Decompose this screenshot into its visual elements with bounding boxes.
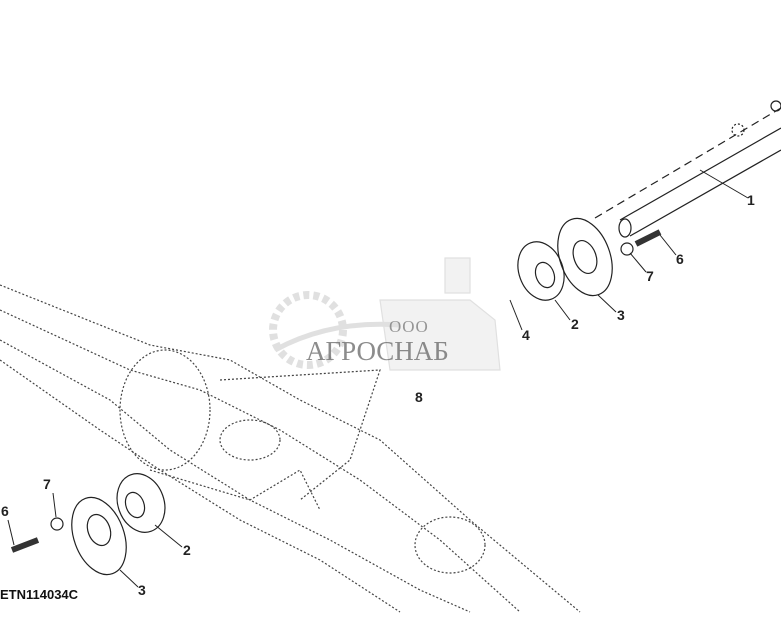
callout-3-lower: 3 xyxy=(138,582,146,598)
flange-lower-2 xyxy=(116,473,166,533)
callout-3: 3 xyxy=(617,307,625,323)
callout-1: 1 xyxy=(747,192,755,208)
leader-lines xyxy=(7,169,749,588)
flange-upper-3 xyxy=(557,217,613,297)
axle-housing xyxy=(0,284,581,613)
flange-upper-2 xyxy=(517,241,565,301)
flange-lower-3 xyxy=(71,496,127,576)
watermark-name: АГРОСНАБ xyxy=(306,336,449,366)
callout-6-lower: 6 xyxy=(1,503,9,519)
bolt-lower xyxy=(10,537,40,553)
callout-7-lower: 7 xyxy=(43,476,51,492)
callout-4: 4 xyxy=(522,327,530,343)
watermark-prefix: ООО xyxy=(389,317,429,336)
washer-upper xyxy=(620,242,634,256)
callout-8: 8 xyxy=(415,389,423,405)
callout-2: 2 xyxy=(571,316,579,332)
callout-7: 7 xyxy=(646,268,654,284)
callout-6: 6 xyxy=(676,251,684,267)
watermark-logo xyxy=(269,257,501,371)
callout-2-lower: 2 xyxy=(183,542,191,558)
shaft-part xyxy=(594,100,781,238)
bolt-upper xyxy=(634,229,662,247)
diagram-code: ETN114034C xyxy=(0,587,79,602)
washer-lower xyxy=(50,517,64,531)
